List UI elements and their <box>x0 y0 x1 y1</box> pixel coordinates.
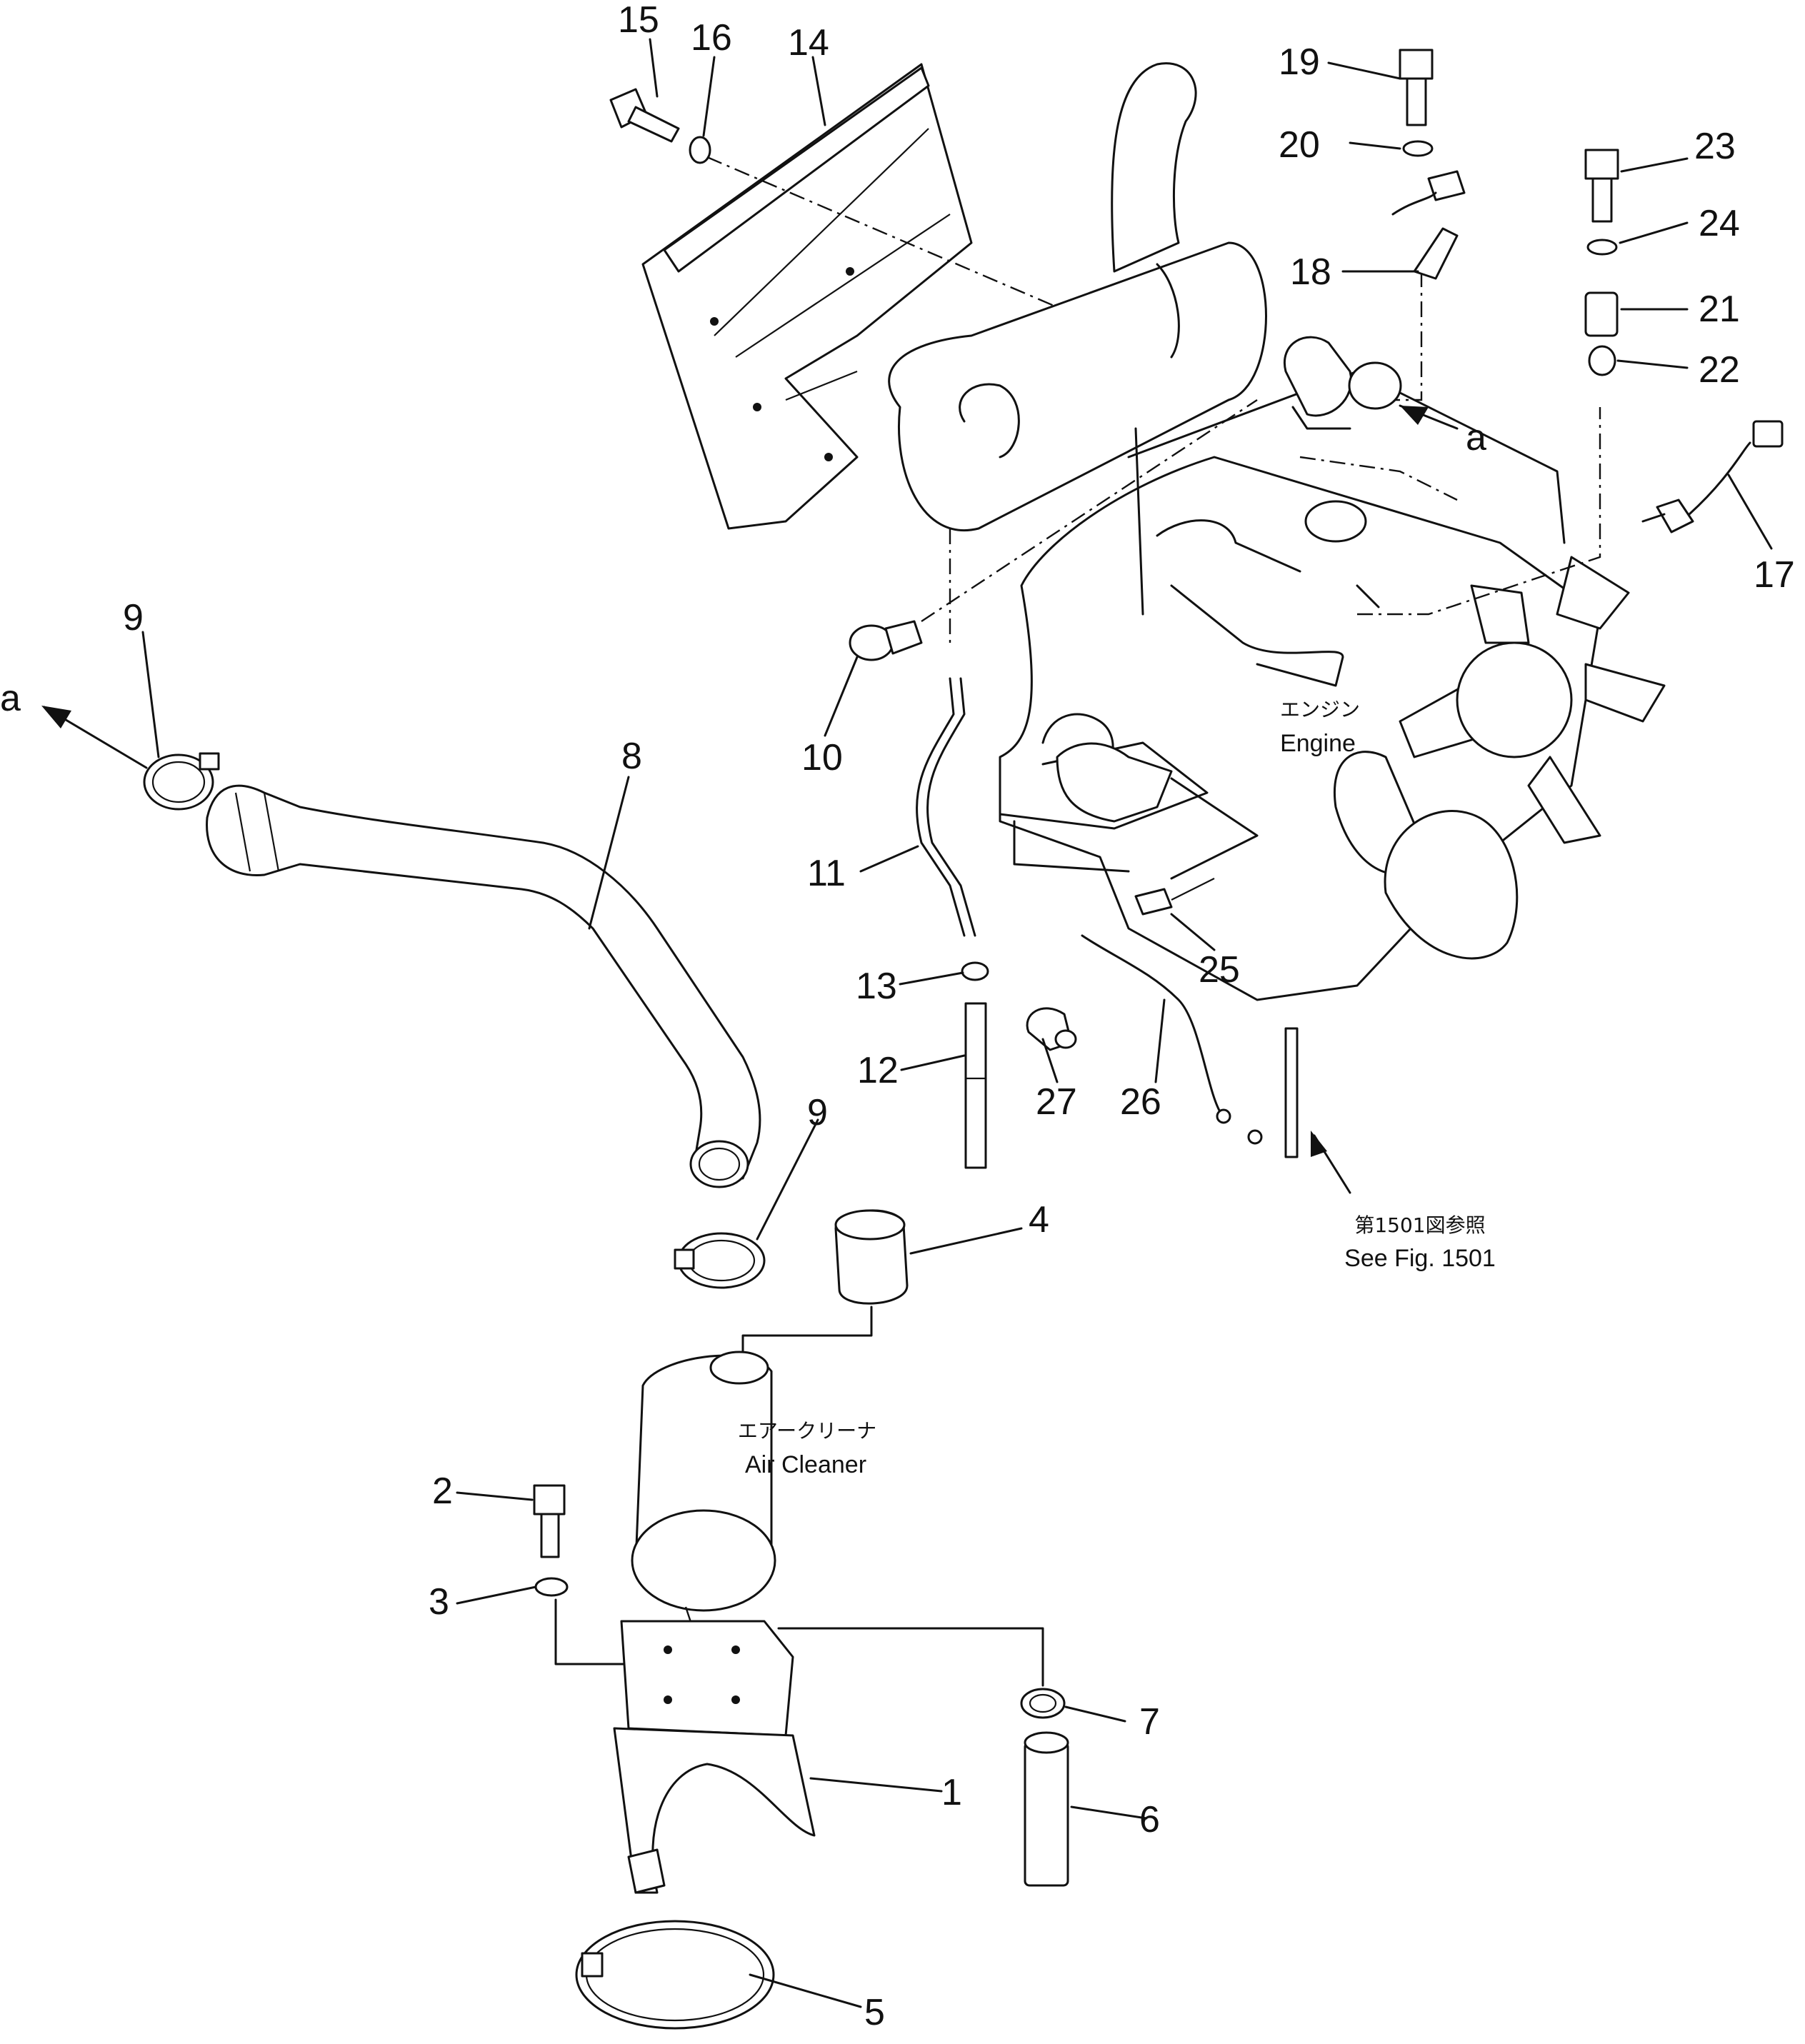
part-number-23: 23 <box>1694 126 1736 167</box>
see-fig-en: See Fig. 1501 <box>1344 1245 1496 1272</box>
part-number-5: 5 <box>864 1992 885 2033</box>
engine-label-jp: エンジン <box>1280 698 1360 721</box>
hose-clamp-9-upper <box>143 752 220 811</box>
sensor-17 <box>1641 420 1784 533</box>
part-number-4: 4 <box>1029 1199 1049 1241</box>
air-cleaner <box>631 1351 776 1650</box>
part-number-13: 13 <box>856 966 897 1007</box>
rod-fig1501 <box>1284 1027 1299 1158</box>
adapter-22 <box>1588 345 1616 376</box>
connector-4 <box>834 1209 909 1305</box>
part-number-1: 1 <box>941 1772 962 1813</box>
bolt-23 <box>1584 149 1619 223</box>
part-number-20: 20 <box>1279 124 1320 166</box>
see-fig-note: 第1501図参照 See Fig. 1501 <box>1344 1213 1496 1272</box>
clamp-7 <box>1020 1688 1066 1719</box>
switch-25 <box>1134 878 1215 916</box>
clamp-13 <box>961 961 989 981</box>
washer-3 <box>534 1577 569 1597</box>
tube-6 <box>1024 1731 1069 1887</box>
part-number-16: 16 <box>691 17 732 59</box>
bolt-15 <box>609 88 680 143</box>
bolt-19 <box>1399 49 1434 126</box>
ref-a-right: a <box>1466 417 1486 459</box>
wire-26 <box>1081 934 1223 1116</box>
part-number-17: 17 <box>1754 554 1795 596</box>
part-number-18: 18 <box>1290 251 1331 293</box>
cover-frame <box>641 63 973 530</box>
bolt-2 <box>533 1484 566 1558</box>
band-clamp-5 <box>575 1920 775 2030</box>
hose-clamp-9-lower <box>674 1232 766 1289</box>
part-number-9-lower: 9 <box>807 1092 828 1133</box>
part-number-7: 7 <box>1139 1701 1160 1743</box>
tube-11 <box>916 677 966 937</box>
intake-hose-8 <box>206 784 761 1188</box>
part-number-14: 14 <box>788 22 829 64</box>
part-number-21: 21 <box>1699 289 1740 330</box>
fitting-27 <box>1026 1007 1077 1051</box>
air-cleaner-label-jp: エアークリーナ <box>738 1419 876 1443</box>
see-fig-jp: 第1501図参照 <box>1354 1213 1485 1237</box>
intake-elbow <box>1284 336 1402 430</box>
air-cleaner-label-en: Air Cleaner <box>745 1451 866 1478</box>
part-number-15: 15 <box>618 0 659 41</box>
leader-lines <box>141 38 1773 2008</box>
part-number-22: 22 <box>1699 349 1740 391</box>
sensor-21 <box>1584 291 1619 337</box>
bracket-1 <box>613 1620 816 1894</box>
part-number-26: 26 <box>1120 1081 1161 1123</box>
engine-label: エンジン Engine <box>1280 698 1360 757</box>
engine-block <box>921 271 1666 1001</box>
air-cleaner-label: エアークリーナ Air Cleaner <box>738 1419 876 1478</box>
muffler <box>888 62 1267 643</box>
part-number-10: 10 <box>801 737 843 778</box>
part-number-2: 2 <box>432 1471 453 1512</box>
part-number-6: 6 <box>1139 1799 1160 1840</box>
washer-24 <box>1586 239 1618 256</box>
ref-a-left: a <box>0 678 21 719</box>
part-number-11: 11 <box>807 853 846 894</box>
part-numbers: 1 2 3 4 5 6 7 8 9 9 10 11 12 13 14 15 16… <box>123 0 1795 2033</box>
washer-16 <box>689 136 711 164</box>
sensor-10 <box>849 620 923 661</box>
pipe-12 <box>964 1002 987 1169</box>
part-number-12: 12 <box>857 1050 899 1091</box>
washer-20 <box>1402 140 1434 157</box>
part-number-8: 8 <box>621 736 642 777</box>
engine-label-en: Engine <box>1280 730 1356 757</box>
part-number-25: 25 <box>1199 949 1240 991</box>
part-number-27: 27 <box>1036 1081 1077 1123</box>
clip-18 <box>1391 170 1466 280</box>
part-number-9-upper: 9 <box>123 597 144 638</box>
part-number-24: 24 <box>1699 203 1740 244</box>
part-number-3: 3 <box>429 1581 449 1623</box>
part-number-19: 19 <box>1279 41 1320 83</box>
